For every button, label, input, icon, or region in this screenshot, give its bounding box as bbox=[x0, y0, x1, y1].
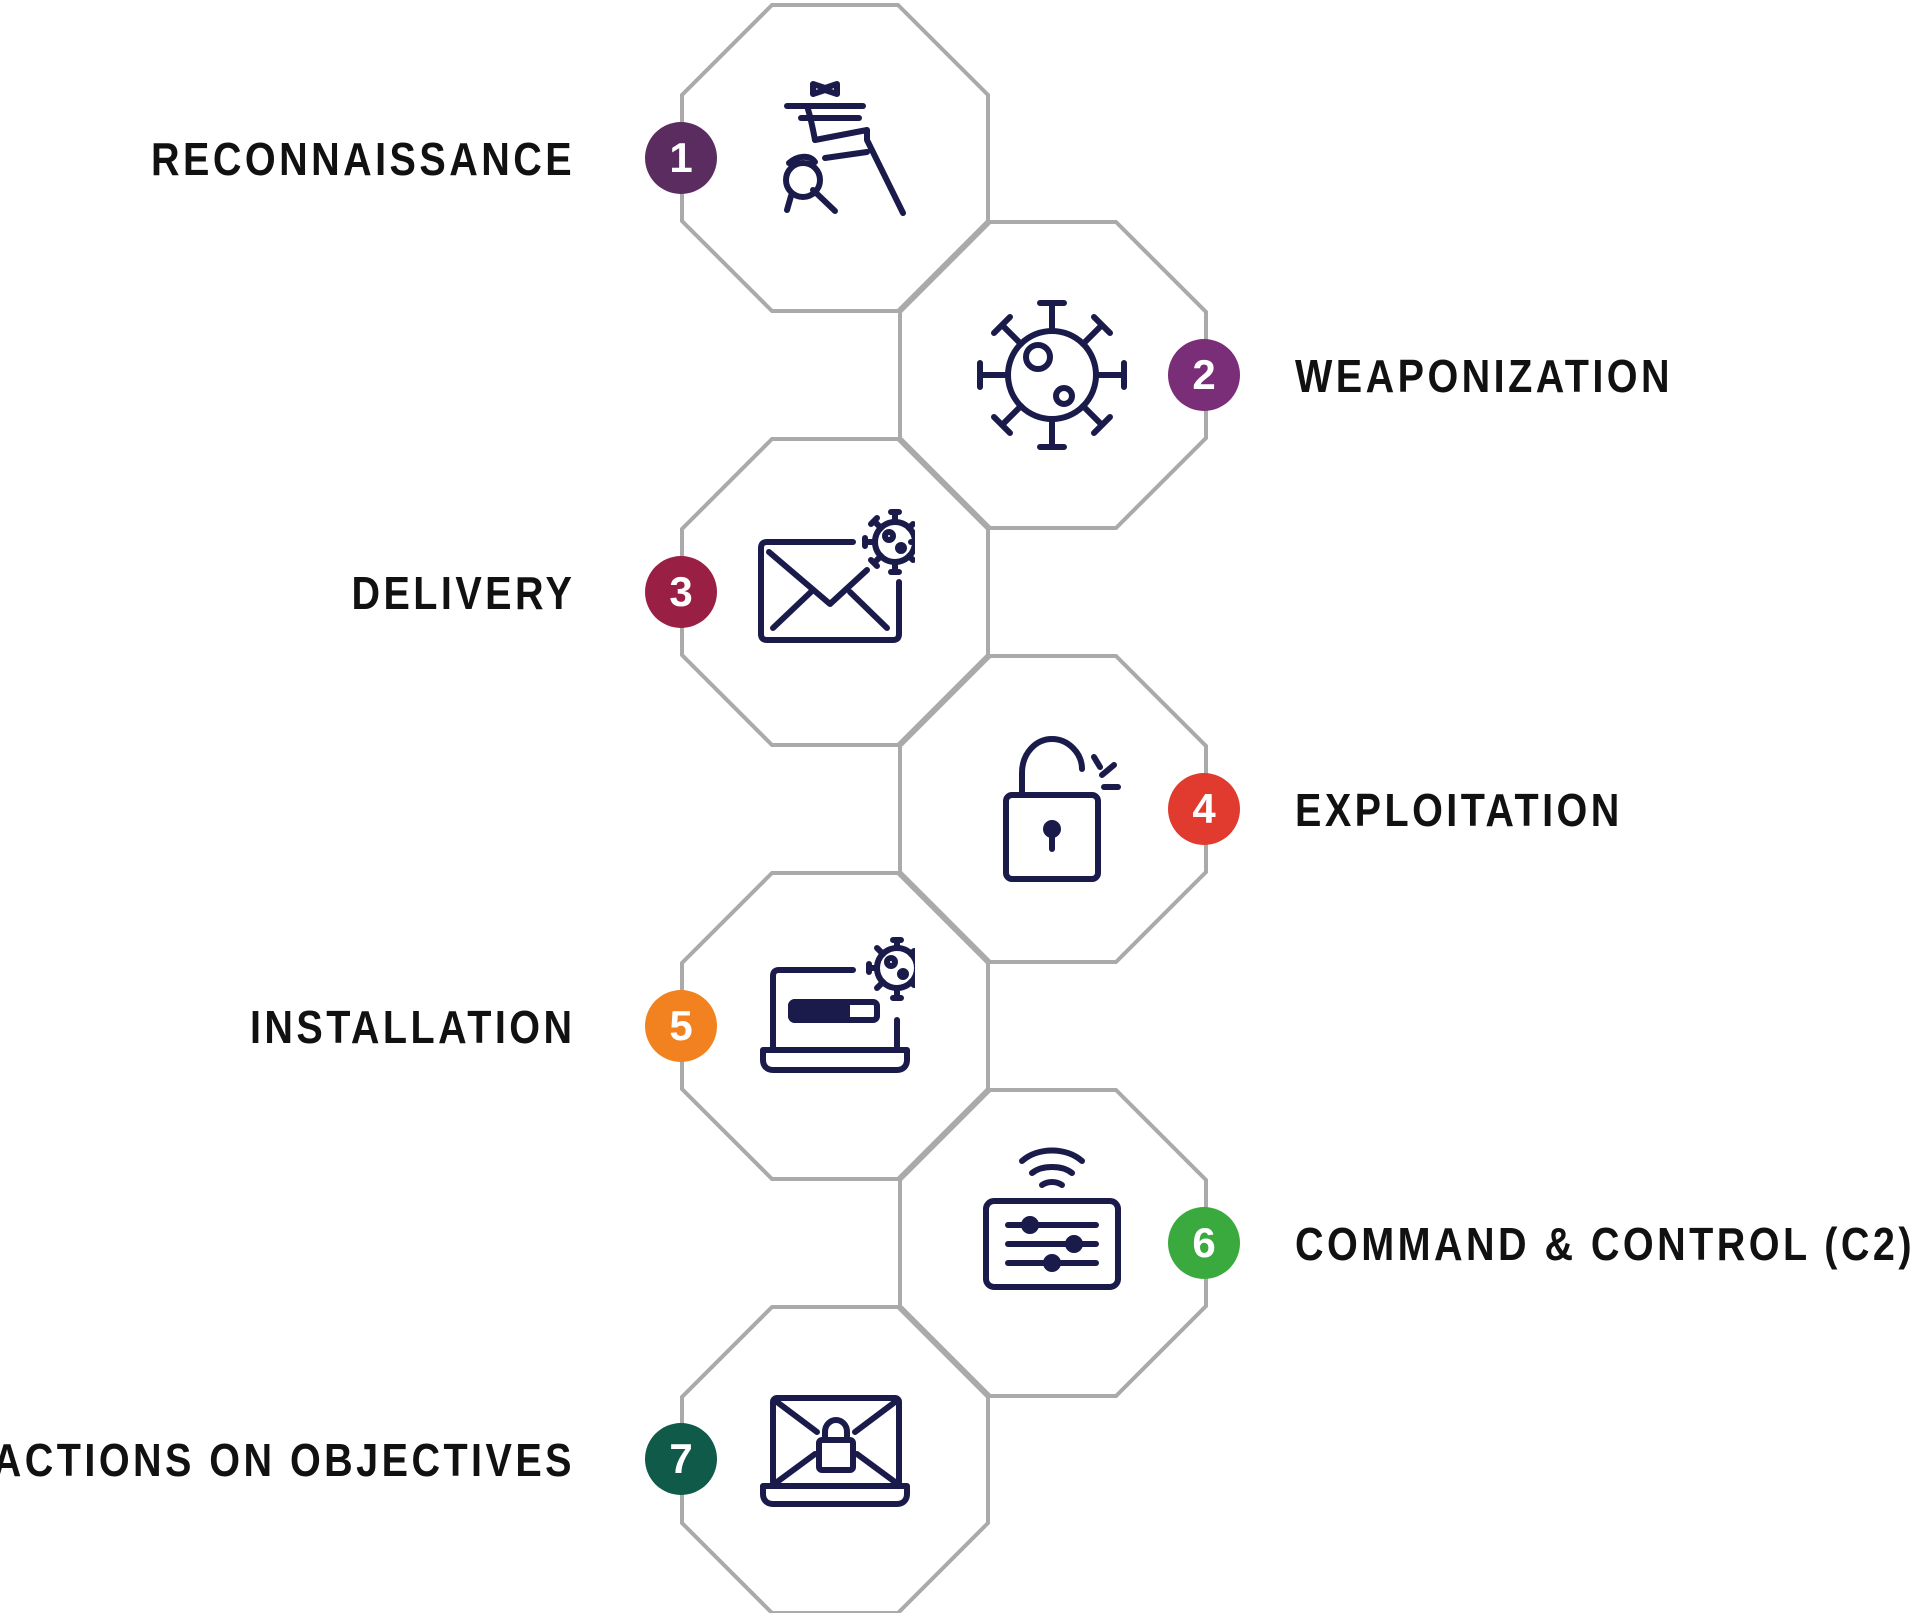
stage-number-badge-7: 7 bbox=[645, 1423, 717, 1495]
stage-number-badge-2: 2 bbox=[1168, 339, 1240, 411]
stage-number-badge-1: 1 bbox=[645, 122, 717, 194]
stage-label-installation: INSTALLATION bbox=[249, 1001, 575, 1053]
stage-octagon-6 bbox=[898, 1088, 1208, 1398]
laptop-lock-icon bbox=[755, 1370, 915, 1530]
stage-label-actions-on-objectives: ACTIONS ON OBJECTIVES bbox=[0, 1434, 575, 1486]
remote-control-icon bbox=[972, 1143, 1132, 1303]
virus-icon bbox=[972, 295, 1132, 455]
email-virus-icon bbox=[755, 502, 915, 662]
stage-label-weaponization: WEAPONIZATION bbox=[1295, 350, 1674, 402]
stage-label-exploitation: EXPLOITATION bbox=[1295, 784, 1623, 836]
stage-octagon-2 bbox=[898, 220, 1208, 530]
laptop-install-icon bbox=[755, 936, 915, 1096]
unlocked-padlock-icon bbox=[972, 729, 1132, 889]
stage-octagon-4 bbox=[898, 654, 1208, 964]
stage-label-command-control: COMMAND & CONTROL (C2) bbox=[1295, 1218, 1912, 1270]
stage-label-reconnaissance: RECONNAISSANCE bbox=[150, 133, 575, 185]
stage-number-badge-6: 6 bbox=[1168, 1207, 1240, 1279]
spy-icon bbox=[755, 78, 915, 238]
stage-number-badge-3: 3 bbox=[645, 556, 717, 628]
stage-number-badge-4: 4 bbox=[1168, 773, 1240, 845]
stage-number-badge-5: 5 bbox=[645, 990, 717, 1062]
stage-label-delivery: DELIVERY bbox=[351, 567, 575, 619]
